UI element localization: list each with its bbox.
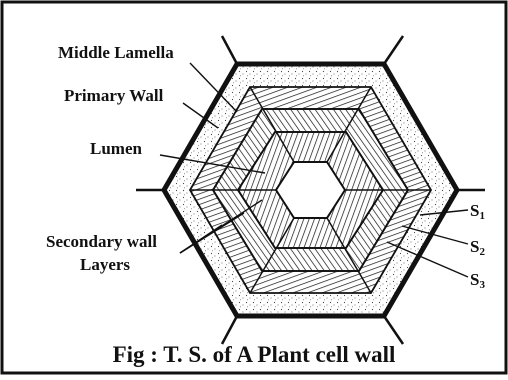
label-s2: S2: [470, 238, 485, 258]
label-s1-sub: 1: [479, 210, 485, 222]
label-s3-sub: 3: [479, 279, 485, 291]
label-lumen: Lumen: [90, 140, 142, 157]
label-s2-sub: 2: [479, 246, 485, 258]
label-s3: S3: [470, 271, 485, 291]
label-middle-lamella: Middle Lamella: [58, 44, 174, 61]
label-primary-wall: Primary Wall: [64, 87, 163, 104]
label-secondary-layers: Layers: [80, 256, 130, 273]
label-s1: S1: [470, 202, 485, 222]
label-secondary-wall: Secondary wall: [46, 233, 157, 250]
figure-caption: Fig : T. S. of A Plant cell wall: [0, 342, 508, 368]
